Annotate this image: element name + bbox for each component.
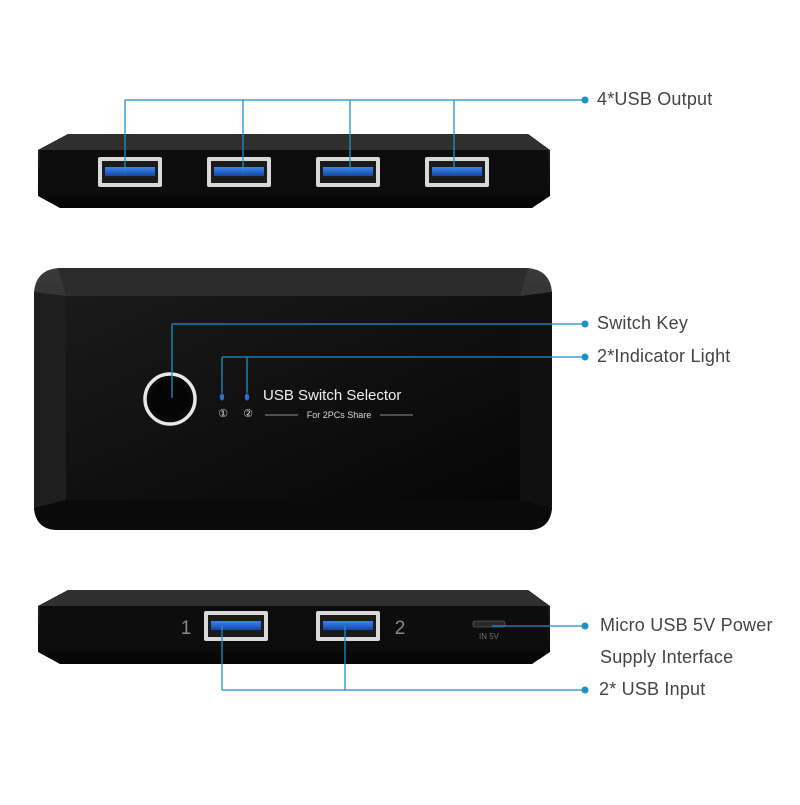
usb-output-port-3 xyxy=(316,157,380,187)
indicator-light-1 xyxy=(219,393,225,401)
usb-output-callout-lines xyxy=(124,99,582,172)
power-interface-label-line1: Micro USB 5V Power xyxy=(600,615,773,635)
panel-subtitle: For 2PCs Share xyxy=(307,410,372,420)
usb-input-callout-dot xyxy=(581,686,589,694)
usb-input-callout-lines xyxy=(221,626,582,691)
usb-input-label: 2* USB Input xyxy=(599,679,706,699)
switch-key-callout-dot xyxy=(581,320,589,328)
power-interface-label-line2: Supply Interface xyxy=(600,647,734,667)
power-callout-dot xyxy=(581,622,589,630)
power-port-label: IN 5V xyxy=(479,632,500,641)
indicator-light-label: 2*Indicator Light xyxy=(597,346,731,366)
usb-output-port-4 xyxy=(425,157,489,187)
usb-input-port-1 xyxy=(204,611,268,641)
usb-output-label: 4*USB Output xyxy=(597,89,713,109)
usb-output-port-2 xyxy=(207,157,271,187)
switch-key-label: Switch Key xyxy=(597,313,689,333)
switch-key-button xyxy=(143,372,197,426)
top-device-side-view xyxy=(38,134,550,208)
switch-key-callout-lines xyxy=(171,323,582,398)
indicator-light-2 xyxy=(244,393,250,401)
input-port-2-number: 2 xyxy=(395,618,406,639)
input-port-1-number: 1 xyxy=(181,618,192,639)
bottom-device-side-view: 1 2 IN 5V xyxy=(38,590,550,664)
middle-device-top-view: ① ② USB Switch Selector For 2PCs Share xyxy=(34,268,552,530)
indicator-label-2: ② xyxy=(243,407,253,420)
indicator-label-1: ① xyxy=(218,407,228,420)
indicator-callout-lines xyxy=(221,356,582,393)
usb-output-callout-dot xyxy=(581,96,589,104)
usb-input-port-2 xyxy=(316,611,380,641)
indicator-callout-dot xyxy=(581,353,589,361)
usb-output-port-1 xyxy=(98,157,162,187)
panel-title: USB Switch Selector xyxy=(263,387,401,404)
